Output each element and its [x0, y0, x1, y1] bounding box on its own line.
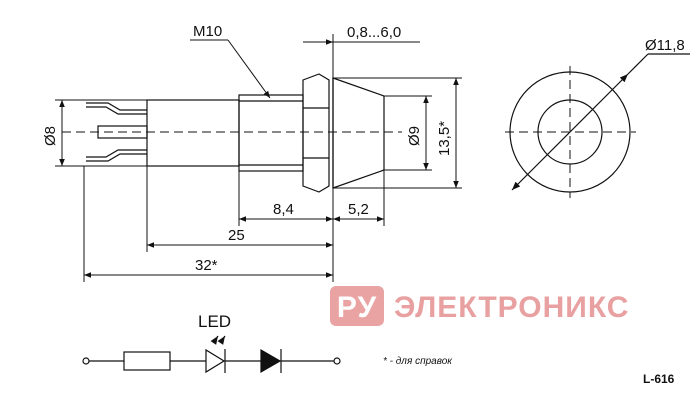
- dim-length-25: 25: [228, 227, 245, 244]
- dim-thread: M10: [193, 23, 222, 40]
- dim-diameter-8: Ø8: [42, 126, 59, 146]
- watermark: РУ ЭЛЕКТРОНИКС: [330, 286, 629, 326]
- hex-nut: [302, 73, 330, 193]
- led-label: LED: [198, 312, 231, 331]
- dim-length-84: 8,4: [273, 201, 294, 218]
- watermark-text: ЭЛЕКТРОНИКС: [394, 291, 629, 324]
- part-code: L-616: [643, 372, 675, 386]
- dim-thickness: 0,8...6,0: [347, 24, 401, 41]
- footnote: * - для справок: [383, 356, 453, 367]
- dimensions: [55, 34, 462, 282]
- terminal-right: [333, 357, 341, 365]
- threaded-sleeve: [238, 94, 304, 172]
- side-view: [62, 73, 402, 193]
- dim-length-52: 5,2: [348, 201, 369, 218]
- diameter-leader: [511, 73, 629, 191]
- front-view: [505, 53, 690, 198]
- body-cylinder: [146, 99, 240, 167]
- led-schematic: [82, 335, 341, 374]
- dim-height-135: 13,5*: [436, 121, 453, 156]
- resistor-symbol: [123, 351, 171, 371]
- watermark-badge-text: РУ: [337, 291, 377, 324]
- led-symbol: [205, 335, 226, 374]
- terminal-left: [82, 357, 90, 365]
- dim-diameter-9: Ø9: [406, 126, 423, 146]
- thread-leader: [227, 39, 271, 99]
- watermark-badge: [330, 286, 384, 326]
- diode-symbol: [260, 348, 282, 374]
- dim-outer-diameter: Ø11,8: [645, 37, 685, 54]
- dim-length-32: 32*: [195, 257, 218, 274]
- conical-bezel: [332, 77, 385, 189]
